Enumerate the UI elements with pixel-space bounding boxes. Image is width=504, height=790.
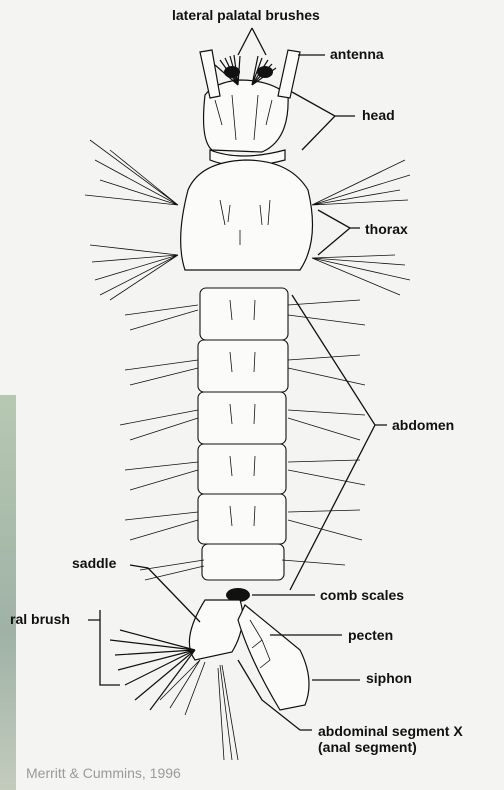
- label-antenna: antenna: [298, 46, 384, 62]
- svg-text:ral brush: ral brush: [10, 611, 70, 627]
- svg-text:siphon: siphon: [366, 670, 412, 686]
- svg-text:pecten: pecten: [348, 627, 393, 643]
- larva-thorax: [85, 140, 410, 300]
- svg-text:comb scales: comb scales: [320, 587, 404, 603]
- svg-text:saddle: saddle: [72, 555, 117, 571]
- label-comb-scales: comb scales: [252, 587, 404, 603]
- figure-credit: Merritt & Cummins, 1996: [26, 765, 181, 781]
- larva-abdomen: [120, 288, 365, 580]
- label-ventral-brush: ral brush: [10, 610, 120, 685]
- label-saddle: saddle: [72, 555, 200, 622]
- svg-text:thorax: thorax: [365, 221, 408, 237]
- label-thorax: thorax: [318, 210, 408, 255]
- svg-text:antenna: antenna: [330, 46, 384, 62]
- svg-text:abdominal segment X: abdominal segment X: [318, 723, 463, 739]
- svg-text:lateral palatal brushes: lateral palatal brushes: [172, 7, 320, 23]
- label-abdomen: abdomen: [290, 295, 454, 590]
- label-lateral-palatal-brushes: lateral palatal brushes: [172, 7, 320, 55]
- svg-text:(anal segment): (anal segment): [318, 739, 417, 755]
- svg-text:head: head: [362, 107, 395, 123]
- label-head: head: [292, 92, 395, 150]
- larva-terminal-segments: [110, 600, 309, 760]
- label-siphon: siphon: [312, 670, 412, 686]
- svg-text:abdomen: abdomen: [392, 417, 454, 433]
